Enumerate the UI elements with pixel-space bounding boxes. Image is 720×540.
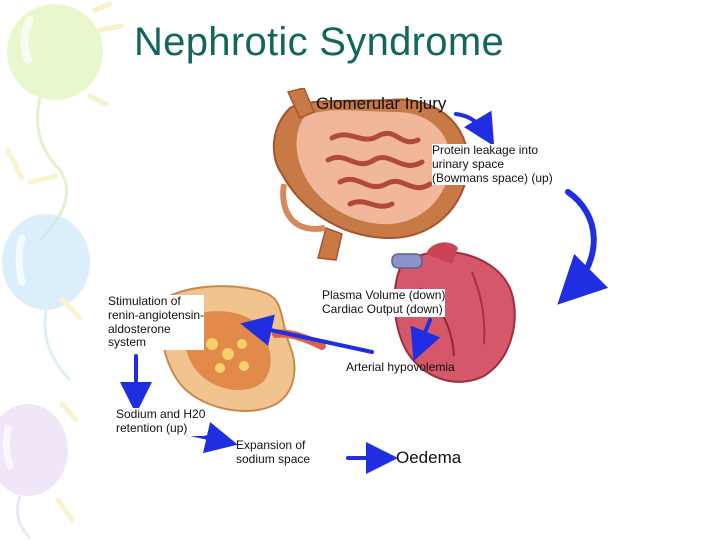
- label-plasma-volume: Plasma Volume (down) Cardiac Output (dow…: [322, 288, 446, 317]
- arrow-hypovolemia-to-raas: [240, 314, 374, 354]
- slide-title: Nephrotic Syndrome: [134, 20, 505, 64]
- balloon-purple-icon: [0, 401, 79, 540]
- label-arterial-hypovolemia: Arterial hypovolemia: [346, 360, 455, 374]
- label-expansion-sodium-space: Expansion of sodium space: [236, 438, 311, 466]
- glomerulus-illustration: [272, 88, 470, 261]
- arrow-plasma-to-hypovolemia: [410, 318, 441, 362]
- balloon-green-icon: [7, 1, 125, 242]
- label-protein-leakage: Protein leakage into urinary space (Bowm…: [432, 143, 553, 186]
- label-oedema: Oedema: [396, 448, 462, 467]
- label-glomerular-injury: Glomerular Injury: [316, 94, 447, 113]
- arrow-leakage-to-plasma: [557, 189, 609, 305]
- label-raas: Stimulation of renin-angiotensin- aldost…: [108, 294, 205, 351]
- label-sodium-retention: Sodium and H20 retention (up): [116, 407, 206, 436]
- balloon-blue-icon: [2, 147, 90, 382]
- balloons-decoration: [0, 1, 125, 540]
- nephrotic-pathway-diagram: [120, 88, 609, 474]
- arrow-injury-to-leakage: [454, 110, 495, 147]
